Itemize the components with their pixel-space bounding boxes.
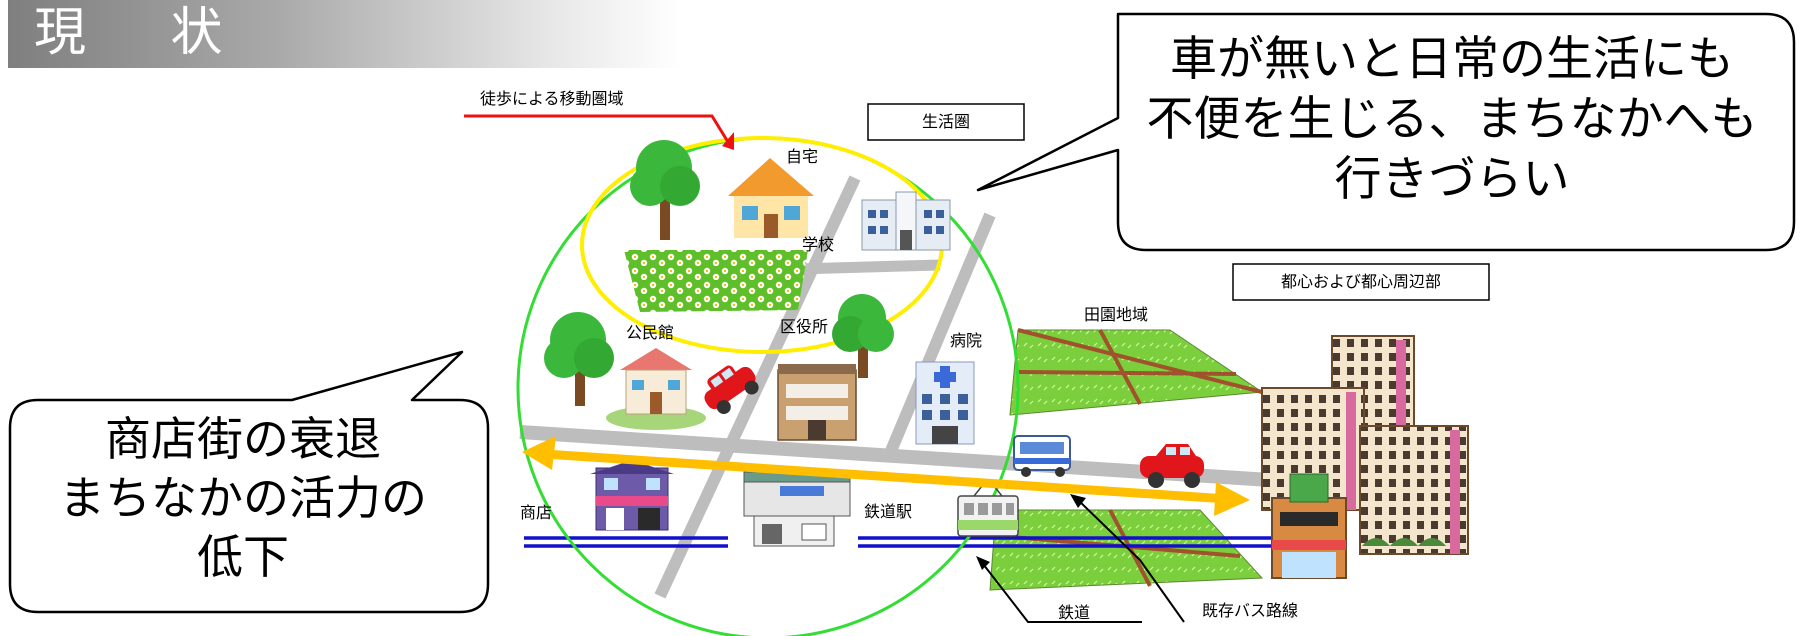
bubble-line: 不便を生じる、まちなかへも — [1146, 92, 1758, 147]
speech-bubble-car-needed — [976, 12, 1796, 252]
shop-icon — [1271, 473, 1347, 579]
label-station: 鉄道駅 — [864, 502, 913, 521]
label-city-center: 都心および都心周辺部 — [1280, 272, 1441, 291]
bubble-line: 車が無いと日常の生活にも — [1170, 32, 1734, 87]
bubble-line: まちなかの活力の — [59, 471, 427, 525]
label-walking-area: 徒歩による移動圏域 — [480, 89, 624, 108]
label-ward-office: 区役所 — [780, 317, 829, 336]
flow-arrow — [522, 436, 1250, 516]
community-hall-icon — [606, 348, 706, 430]
speech-bubble-shopping-decline — [8, 350, 490, 614]
flower-field-icon — [624, 250, 808, 312]
car-icon — [704, 365, 759, 415]
bubble-line: 商店街の衰退 — [105, 412, 381, 466]
walking-area-pointer — [464, 114, 730, 143]
bubble-text-shopping-decline: 商店街の衰退 まちなかの活力の 低下 — [18, 410, 468, 587]
bus-icon — [1013, 435, 1071, 477]
label-school: 学校 — [802, 235, 835, 254]
label-community-hall: 公民館 — [626, 323, 675, 342]
railway-tracks — [524, 536, 1280, 548]
bubble-line: 低下 — [197, 530, 289, 584]
shop-icon — [590, 460, 674, 531]
city-center-label-box — [1232, 263, 1490, 301]
label-shop: 商店 — [520, 503, 553, 522]
living-area-label-box — [867, 103, 1025, 141]
hospital-icon — [915, 361, 975, 445]
car-icon — [1140, 444, 1204, 488]
ward-office-icon — [777, 364, 857, 441]
walking-area-pointer-head — [722, 132, 734, 150]
bubble-text-car-needed: 車が無いと日常の生活にも 不便を生じる、まちなかへも 行きづらい — [1118, 30, 1786, 210]
label-hospital: 病院 — [950, 331, 983, 350]
building-icon — [1359, 425, 1469, 555]
house-icon — [728, 158, 814, 238]
title-bar-bg: 現 状 — [8, 0, 680, 68]
label-home: 自宅 — [786, 147, 819, 166]
train-icon — [957, 485, 1019, 537]
label-living-area: 生活圏 — [921, 112, 970, 131]
page-title: 現 状 — [34, 3, 257, 63]
railway-leader-head — [976, 556, 990, 570]
railway-leader-line — [979, 559, 1142, 623]
tree-icon — [630, 140, 700, 240]
tree-icon — [544, 312, 614, 406]
bus-route-leader-line — [1075, 497, 1185, 623]
bubble-line: 行きづらい — [1334, 152, 1570, 207]
bus-route-leader-head — [1070, 494, 1086, 508]
label-rural-area: 田園地域 — [1084, 305, 1149, 324]
school-icon — [861, 191, 951, 251]
station-icon — [743, 471, 851, 547]
label-railway: 鉄道 — [1058, 603, 1091, 622]
tree-icon — [832, 294, 894, 378]
label-bus-route: 既存バス路線 — [1202, 601, 1299, 620]
